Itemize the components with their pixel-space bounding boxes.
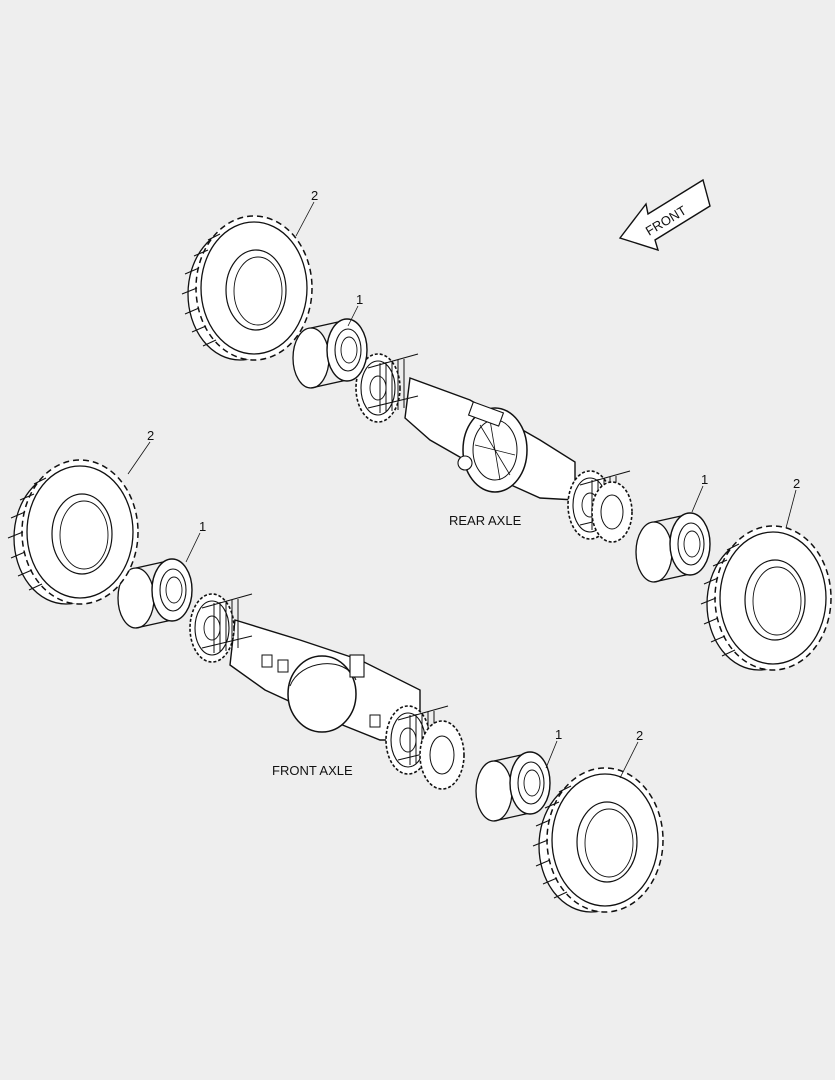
front-direction-arrow: FRONT: [618, 178, 711, 252]
callout-rear-right-rim: 1: [701, 472, 708, 487]
front-right-rim: [475, 751, 551, 822]
rear-axle-caption: REAR AXLE: [449, 513, 522, 528]
rear-left-tire: [181, 215, 313, 361]
front-axle-assembly: [189, 593, 465, 790]
callout-front-right-tire: 2: [636, 728, 643, 743]
rear-axle-assembly: [355, 353, 633, 543]
callout-rear-left-rim: 1: [356, 292, 363, 307]
front-axle-caption: FRONT AXLE: [272, 763, 353, 778]
rear-right-rim: [635, 512, 711, 583]
callout-front-left-tire: 2: [147, 428, 154, 443]
callout-rear-right-tire: 2: [793, 476, 800, 491]
callout-front-left-rim: 1: [199, 519, 206, 534]
rear-differential: [457, 401, 528, 493]
front-left-tire: [7, 459, 139, 605]
callout-front-right-rim: 1: [555, 727, 562, 742]
rear-right-tire: [700, 525, 832, 671]
rear-left-rim: [292, 318, 368, 389]
front-right-tire: [532, 767, 664, 913]
callout-rear-left-tire: 2: [311, 188, 318, 203]
front-differential: [261, 654, 381, 733]
callouts: 2 1 2 1 1 2 1 2: [127, 188, 800, 779]
